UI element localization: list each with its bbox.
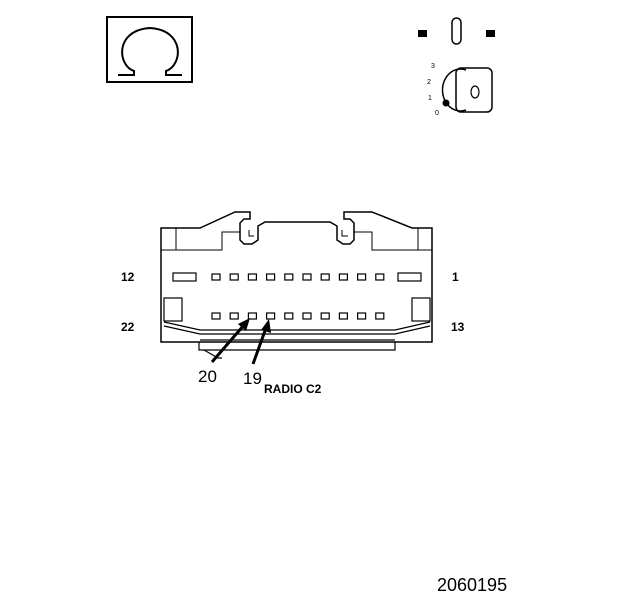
top-cavity-3 bbox=[247, 273, 257, 281]
key-position-1: 1 bbox=[428, 95, 432, 102]
top-cavity-5 bbox=[284, 273, 294, 281]
pin-label-1: 1 bbox=[452, 270, 459, 284]
top-cavity-7 bbox=[320, 273, 330, 281]
top-cavity-2 bbox=[229, 273, 239, 281]
top-cavity-4 bbox=[266, 273, 276, 281]
top-cavity-row bbox=[211, 273, 385, 281]
bottom-cavity-4 bbox=[266, 312, 276, 320]
callout-arrow-19 bbox=[251, 319, 271, 365]
bottom-cavity-10 bbox=[375, 312, 385, 320]
pin-label-12: 12 bbox=[121, 270, 135, 284]
bottom-cavity-5 bbox=[284, 312, 294, 320]
cavity-12 bbox=[172, 272, 197, 282]
key-position-2: 2 bbox=[427, 79, 431, 86]
top-cavity-9 bbox=[357, 273, 367, 281]
bottom-cavity-2 bbox=[229, 312, 239, 320]
bottom-cavity-3 bbox=[247, 312, 257, 320]
top-cavity-8 bbox=[338, 273, 348, 281]
resistance-ohm-icon bbox=[106, 16, 193, 83]
top-cavity-6 bbox=[302, 273, 312, 281]
cavity-1 bbox=[397, 272, 422, 282]
bottom-cavity-8 bbox=[338, 312, 348, 320]
ignition-key-icon: 3 2 1 0 bbox=[418, 17, 495, 117]
pin-label-22: 22 bbox=[121, 320, 135, 334]
connector-name: RADIO C2 bbox=[264, 382, 322, 396]
bottom-cavity-row bbox=[211, 312, 385, 320]
pin-cavities bbox=[172, 272, 422, 320]
top-cavity-10 bbox=[375, 273, 385, 281]
key-position-0: 0 bbox=[435, 110, 439, 117]
callout-label-19: 19 bbox=[243, 369, 262, 388]
callout-arrow-20 bbox=[210, 318, 250, 363]
bottom-cavity-9 bbox=[357, 312, 367, 320]
key-position-3: 3 bbox=[431, 63, 435, 70]
figure-id: 2060195 bbox=[437, 575, 507, 595]
callout-label-20: 20 bbox=[198, 367, 217, 386]
bottom-cavity-6 bbox=[302, 312, 312, 320]
top-cavity-1 bbox=[211, 273, 221, 281]
connector-housing bbox=[160, 211, 433, 359]
bottom-cavity-7 bbox=[320, 312, 330, 320]
pin-label-13: 13 bbox=[451, 320, 465, 334]
bottom-cavity-1 bbox=[211, 312, 221, 320]
